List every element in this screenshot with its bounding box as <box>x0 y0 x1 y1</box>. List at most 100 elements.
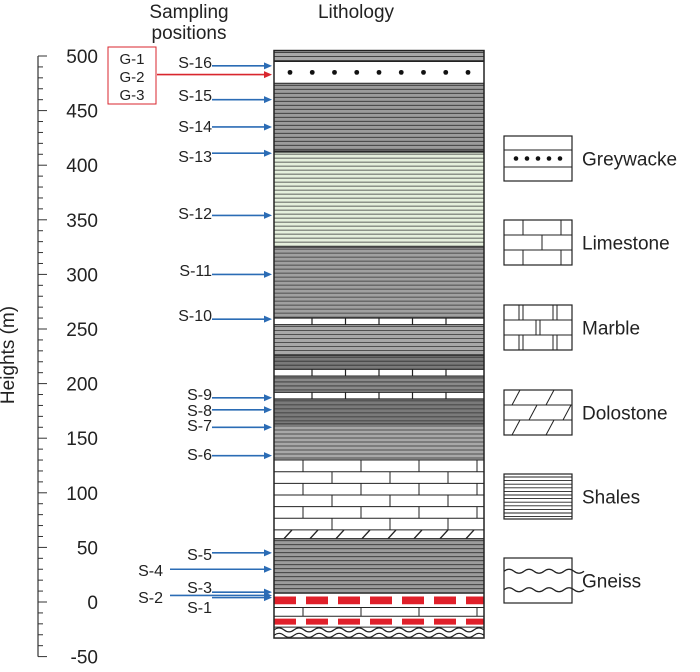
g-sample-label-3: G-3 <box>119 87 144 104</box>
layer-shales <box>274 354 484 370</box>
sample-s-11: S-11 <box>179 263 272 280</box>
greywacke-grain <box>421 69 426 75</box>
y-tick-label: 0 <box>87 593 98 614</box>
dolostone-slash <box>335 529 345 540</box>
layer-shales <box>274 246 484 319</box>
sample-arrow-head <box>264 123 272 131</box>
sample-arrow-head <box>264 394 272 402</box>
sample-s-3: S-3 <box>187 580 272 597</box>
legend-swatch-bg <box>504 474 572 519</box>
g-sample-label-1: G-1 <box>119 51 144 68</box>
greywacke-grain <box>465 69 471 75</box>
legend-grain <box>513 156 519 161</box>
legend-swatch-frame <box>503 135 573 182</box>
legend-item-dolostone: Dolostone <box>503 389 668 436</box>
y-tick-label: 200 <box>66 375 98 396</box>
greywacke-grain <box>398 69 404 75</box>
layer-shales <box>274 398 484 425</box>
greywacke-grain <box>332 69 337 75</box>
dolostone-slash <box>439 529 449 540</box>
layer-shales <box>274 375 484 393</box>
sample-arrow-head <box>264 270 272 278</box>
layer-fill <box>274 151 484 153</box>
sample-s-16: S-16 <box>178 55 272 72</box>
g-sample-arrow-head <box>264 71 272 79</box>
g-sample-group: G-1 G-2 G-3 <box>107 46 272 105</box>
sample-s-15: S-15 <box>178 88 272 105</box>
legend-grain <box>557 156 563 161</box>
y-tick-label: 50 <box>77 538 98 559</box>
legend-slash <box>562 404 572 421</box>
y-tick-label: -50 <box>71 648 98 667</box>
sample-label: S-7 <box>187 418 212 435</box>
dolostone-slash <box>361 529 371 540</box>
layer-fill <box>274 247 484 319</box>
gneiss-foliation <box>503 587 585 593</box>
greywacke-grain <box>309 69 315 75</box>
legend-label: Dolostone <box>582 404 668 425</box>
layer-fill <box>274 398 484 425</box>
sample-label: S-13 <box>178 149 212 166</box>
sample-s-14: S-14 <box>178 119 272 136</box>
greywacke-grain <box>287 69 293 75</box>
sample-label: S-15 <box>178 88 212 105</box>
sample-s-2: S-2 <box>138 590 272 607</box>
legend-swatch-bg <box>504 558 572 603</box>
layer-marble <box>274 391 484 399</box>
sample-s-8: S-8 <box>187 403 272 420</box>
sample-s-4: S-4 <box>138 563 272 580</box>
sample-label: S-3 <box>187 580 212 597</box>
sample-arrow-head <box>264 549 272 557</box>
greywacke-grain <box>443 69 449 75</box>
layer-limestone <box>274 606 484 617</box>
column-frame <box>273 49 485 639</box>
legend-swatch-bg <box>504 220 572 265</box>
legend-swatch-frame <box>503 219 573 266</box>
sample-s-9: S-9 <box>187 387 272 404</box>
sample-label: S-6 <box>187 447 212 464</box>
layer-fill <box>274 375 484 393</box>
legend-label: Marble <box>582 319 640 340</box>
sample-arrow-head <box>264 406 272 414</box>
layer-greywacke <box>274 60 484 84</box>
legend-slash <box>545 419 555 436</box>
sample-arrow-head <box>264 96 272 104</box>
dolostone-slash <box>387 529 397 540</box>
layer-contact <box>274 150 484 153</box>
y-tick-label: 500 <box>66 47 98 68</box>
y-tick-label: 250 <box>66 320 98 341</box>
lithology-header: Lithology <box>318 2 395 23</box>
legend-item-marble: Marble <box>503 304 640 351</box>
sample-arrow-head <box>264 565 272 573</box>
column-layers <box>274 50 484 639</box>
layer-fill <box>274 538 484 594</box>
layer-shales <box>274 324 484 356</box>
layer-fill <box>274 324 484 356</box>
y-tick-label: 100 <box>66 484 98 505</box>
legend-label: Shales <box>582 488 640 509</box>
layer-limestone <box>274 459 484 530</box>
gneiss-foliation <box>274 632 484 638</box>
layer-shales <box>274 50 484 62</box>
legend-item-shales: Shales <box>503 473 640 520</box>
legend-swatch-bg <box>504 390 572 435</box>
y-tick-label: 400 <box>66 156 98 177</box>
legend-label: Greywacke <box>582 150 677 171</box>
g-sample-box <box>107 46 157 105</box>
sample-s-5: S-5 <box>187 547 272 564</box>
legend-swatch-bg <box>504 305 572 350</box>
dolostone-slash <box>283 529 293 540</box>
layer-marble <box>274 317 484 325</box>
gneiss-foliation <box>503 568 585 574</box>
layer-fill <box>274 50 484 62</box>
g-sample-label-2: G-2 <box>119 69 144 86</box>
greywacke-grain <box>354 69 360 75</box>
dolostone-slash <box>413 529 423 540</box>
layer-gneiss <box>274 626 484 639</box>
legend-swatch-frame <box>503 473 573 520</box>
sample-arrow-head <box>264 315 272 323</box>
sample-label: S-14 <box>178 119 212 136</box>
layer-marble <box>274 368 484 376</box>
layer-redband <box>274 592 484 608</box>
